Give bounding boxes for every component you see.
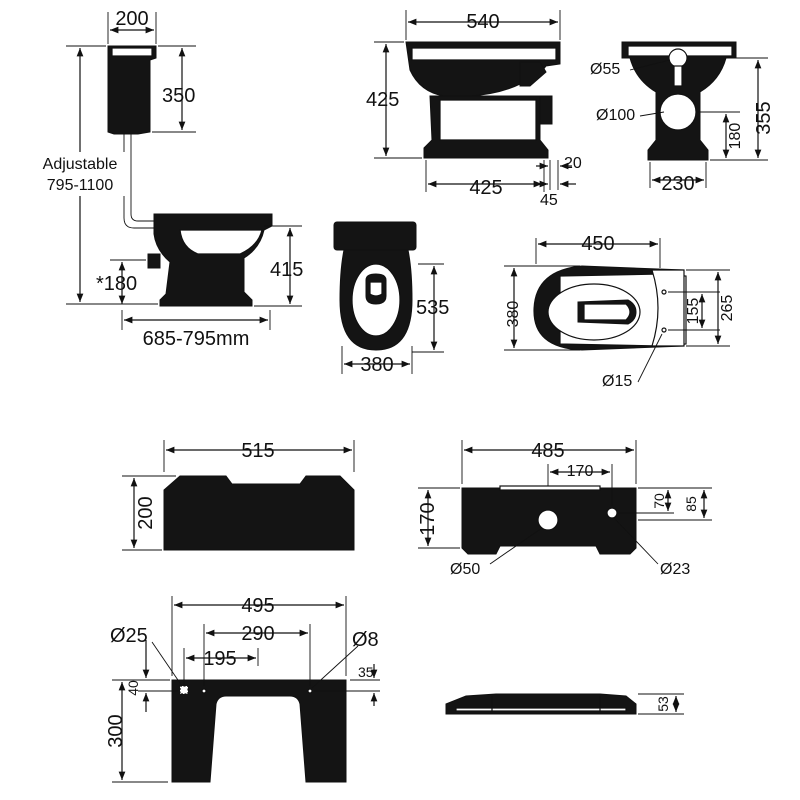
dim-20-label: 20 bbox=[564, 155, 582, 172]
dim-70-label: 70 bbox=[651, 493, 667, 509]
cistern-front-height-label: 200 bbox=[135, 496, 157, 529]
hole-25-label: Ø25 bbox=[110, 625, 148, 647]
cistern-depth-label: 170 bbox=[417, 502, 439, 535]
dim-45-label: 45 bbox=[540, 192, 558, 209]
wc-side-elevation: 200 350 Adjustable 795-1100 415 *180 685… bbox=[34, 8, 303, 350]
hole-small-label: Ø23 bbox=[660, 561, 690, 578]
back-width-label: 495 bbox=[241, 595, 274, 617]
projection-label: 685-795mm bbox=[143, 328, 250, 350]
dim-40-label: 40 bbox=[125, 680, 141, 696]
hole-8-label: Ø8 bbox=[352, 629, 379, 651]
cistern-height-label: 350 bbox=[162, 85, 195, 107]
hole-large-label: Ø50 bbox=[450, 561, 480, 578]
pan-rear-elevation: Ø55 Ø100 355 180 230 bbox=[590, 41, 775, 195]
outlet-height-label: *180 bbox=[96, 273, 137, 295]
cistern-top-width-label: 485 bbox=[531, 440, 564, 462]
pan-length-label: 540 bbox=[466, 11, 499, 33]
cistern-front-view: 515 200 bbox=[122, 440, 355, 551]
cistern-top-view: 485 170 170 70 85 Ø50 Ø23 bbox=[417, 440, 712, 578]
plan-length-label: 450 bbox=[581, 233, 614, 255]
pan-front-view: 535 380 bbox=[333, 221, 449, 376]
rear-outlet-height-label: 180 bbox=[727, 123, 744, 150]
lid-side-view: 53 bbox=[445, 693, 684, 715]
cistern-width-label: 200 bbox=[115, 8, 148, 30]
fix-a-label: 155 bbox=[685, 298, 702, 325]
front-depth-label: 535 bbox=[416, 297, 449, 319]
pan-height-label: 425 bbox=[366, 89, 399, 111]
fix-b-label: 265 bbox=[719, 295, 736, 322]
cistern-front-width-label: 515 bbox=[241, 440, 274, 462]
inlet-diameter-label: Ø55 bbox=[590, 61, 620, 78]
pan-side-elevation: 540 425 425 20 45 bbox=[366, 10, 582, 209]
pan-top-plan: 450 380 155 265 Ø15 bbox=[504, 233, 736, 390]
cistern-spacing-label: 170 bbox=[567, 463, 594, 480]
fix-hole-label: Ø15 bbox=[602, 373, 632, 390]
rear-base-label: 230 bbox=[661, 173, 694, 195]
seat-height-label: 415 bbox=[270, 259, 303, 281]
holes-span-label: 290 bbox=[241, 623, 274, 645]
lid-height-label: 53 bbox=[655, 696, 671, 712]
plan-width-label: 380 bbox=[505, 301, 522, 328]
outlet-diameter-label: Ø100 bbox=[596, 107, 635, 124]
adjustable-range-label: 795-1100 bbox=[47, 177, 114, 194]
dim-85-label: 85 bbox=[683, 496, 699, 512]
dim-35-label: 35 bbox=[358, 664, 374, 680]
rear-height-label: 355 bbox=[753, 101, 775, 134]
front-width-label: 380 bbox=[360, 354, 393, 376]
cistern-back-view: 495 290 195 Ø25 Ø8 40 35 300 bbox=[105, 595, 380, 783]
pan-base-label: 425 bbox=[469, 177, 502, 199]
hole-offset-label: 195 bbox=[203, 648, 236, 670]
back-height-label: 300 bbox=[105, 714, 127, 747]
adjustable-label: Adjustable bbox=[43, 156, 118, 173]
